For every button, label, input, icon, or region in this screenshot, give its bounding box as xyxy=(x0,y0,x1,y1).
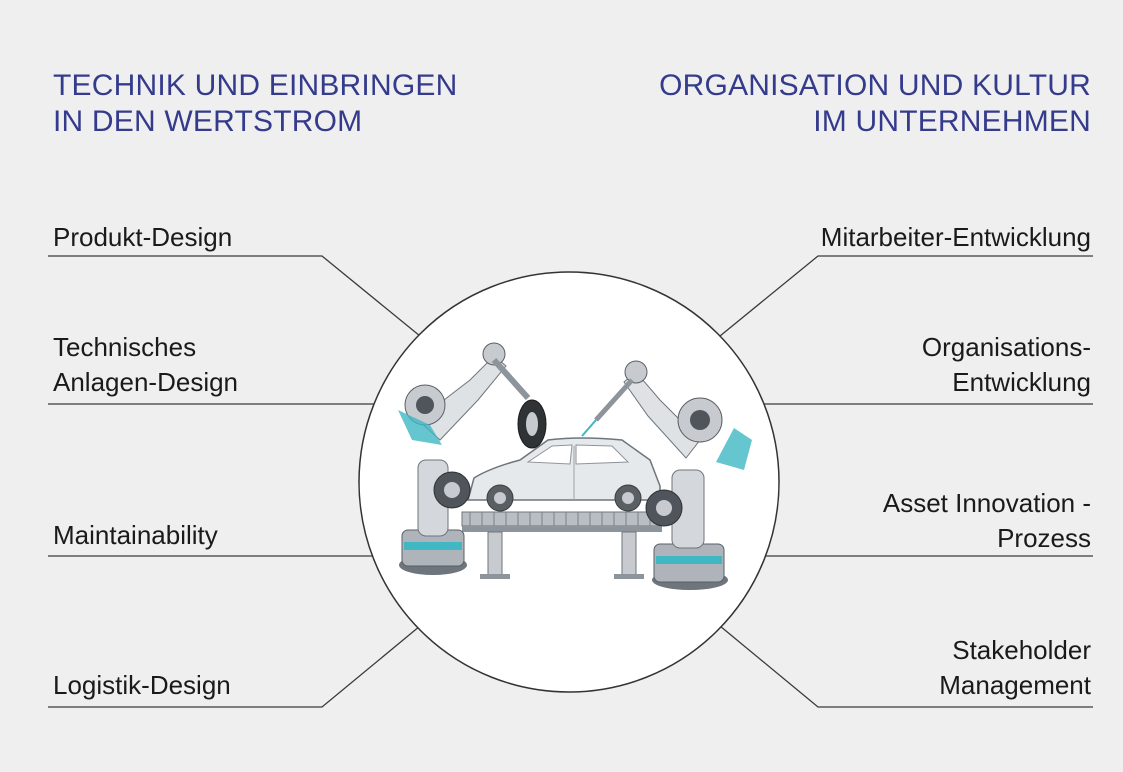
heading-technik-line-2: IN DEN WERTSTROM xyxy=(53,105,363,138)
label-asset-innovation-line-1: Asset Innovation - xyxy=(882,488,1091,518)
connector-lines xyxy=(48,255,1093,708)
label-anlagen-design: Technisches Anlagen-Design xyxy=(53,330,238,400)
heading-organisation-line-1: ORGANISATION UND KULTUR xyxy=(659,69,1091,102)
heading-technik: TECHNIK UND EINBRINGEN IN DEN WERTSTROM xyxy=(53,68,457,140)
label-maintainability-text: Maintainability xyxy=(53,520,218,550)
label-maintainability: Maintainability xyxy=(53,518,218,553)
heading-organisation-line-2: IM UNTERNEHMEN xyxy=(813,105,1091,138)
connector-logistik-design xyxy=(48,625,421,708)
label-organisations-entwicklung-line-2: Entwicklung xyxy=(952,367,1091,397)
label-asset-innovation-line-2: Prozess xyxy=(997,523,1091,553)
label-stakeholder-management: Stakeholder Management xyxy=(939,633,1091,703)
label-organisations-entwicklung-line-1: Organisations- xyxy=(921,332,1091,362)
label-produkt-design-text: Produkt-Design xyxy=(53,222,233,252)
heading-organisation: ORGANISATION UND KULTUR IM UNTERNEHMEN xyxy=(659,68,1091,140)
connector-stakeholder xyxy=(719,625,1093,708)
label-stakeholder-management-line-1: Stakeholder xyxy=(952,635,1091,665)
label-mitarbeiter-entwicklung-text: Mitarbeiter-Entwicklung xyxy=(820,222,1091,252)
label-logistik-design-text: Logistik-Design xyxy=(53,670,231,700)
label-stakeholder-management-line-2: Management xyxy=(939,670,1091,700)
label-mitarbeiter-entwicklung: Mitarbeiter-Entwicklung xyxy=(821,220,1091,255)
label-anlagen-design-line-2: Anlagen-Design xyxy=(53,367,239,397)
robot-assembly-line-icon xyxy=(398,342,752,590)
heading-technik-line-1: TECHNIK UND EINBRINGEN xyxy=(53,69,458,102)
label-anlagen-design-line-1: Technisches xyxy=(53,332,197,362)
connector-mitarbeiter xyxy=(719,255,1093,337)
label-produkt-design: Produkt-Design xyxy=(53,220,232,255)
label-asset-innovation: Asset Innovation - Prozess xyxy=(883,486,1091,556)
connector-produkt-design xyxy=(48,255,421,337)
label-logistik-design: Logistik-Design xyxy=(53,668,231,703)
label-organisations-entwicklung: Organisations- Entwicklung xyxy=(922,330,1091,400)
